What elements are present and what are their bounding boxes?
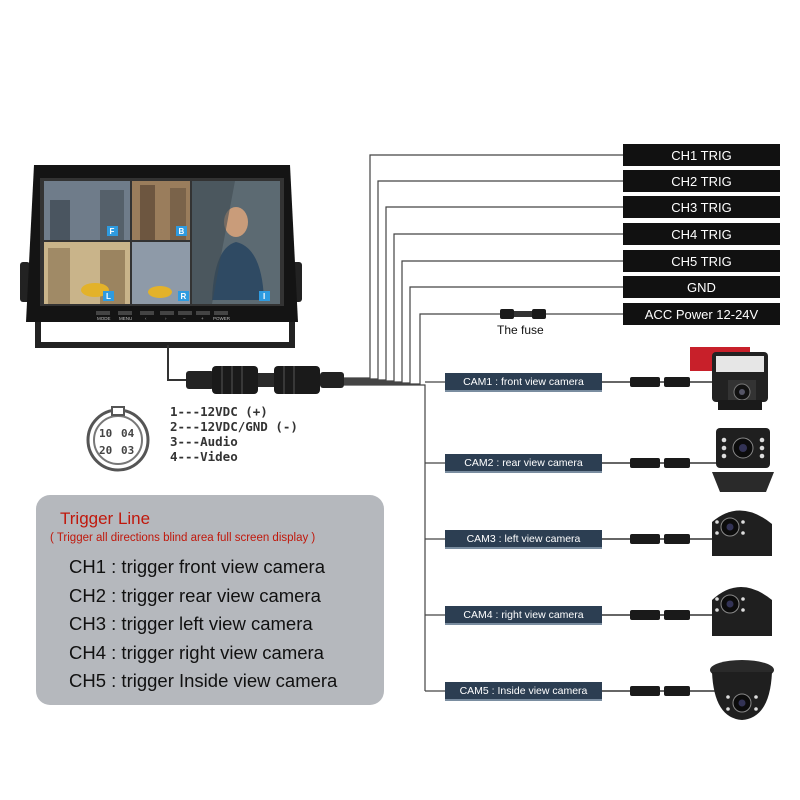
legend-title: Trigger Line	[60, 509, 151, 528]
dome-camera-icon	[710, 660, 774, 720]
legend-item-ch5: CH5 : trigger Inside view camera	[69, 670, 338, 691]
ch4-trig-label: CH4 TRIG	[623, 223, 780, 245]
pinout-list: 1---12VDC (+) 2---12VDC/GND (-) 3---Audi…	[170, 404, 298, 464]
legend-list: CH1 : trigger front view camera CH2 : tr…	[69, 553, 337, 696]
pin-label-2: 20	[99, 444, 112, 457]
ch3-trig-label: CH3 TRIG	[623, 196, 780, 218]
legend-item-ch3: CH3 : trigger left view camera	[69, 613, 313, 634]
quad-label-left: L	[106, 292, 111, 301]
fuse	[500, 309, 546, 319]
quad-label-front: F	[110, 227, 115, 236]
pin-label-4: 04	[121, 427, 135, 440]
quad-screen	[44, 181, 280, 304]
monitor-power-button[interactable]: POWER	[213, 316, 231, 321]
monitor-next-button[interactable]: ›	[165, 316, 167, 321]
legend-item-ch2: CH2 : trigger rear view camera	[69, 584, 321, 606]
monitor-minus-button[interactable]: −	[183, 316, 186, 321]
trigger-line-legend: Trigger Line ( Trigger all directions bl…	[36, 495, 384, 705]
right-view-camera-icon	[712, 587, 772, 636]
fuse-label: The fuse	[497, 323, 544, 337]
ch2-trig-label: CH2 TRIG	[623, 170, 780, 192]
ch1-trig-label: CH1 TRIG	[623, 144, 780, 166]
acc-power-label: ACC Power 12-24V	[623, 303, 780, 325]
pin-label-3: 03	[121, 444, 134, 457]
rear-view-camera-icon	[712, 428, 774, 492]
cam3-label: CAM3 : left view camera	[445, 530, 602, 549]
pinout-item: 1---12VDC (+)	[170, 404, 268, 419]
quad-label-back: B	[179, 227, 185, 236]
gnd-label: GND	[623, 276, 780, 298]
cam4-label: CAM4 : right view camera	[445, 606, 602, 625]
pin-label-1: 10	[99, 427, 112, 440]
cam2-label: CAM2 : rear view camera	[445, 454, 602, 473]
monitor-mode-button[interactable]: MODE	[97, 316, 111, 321]
pinout-item: 3---Audio	[170, 434, 238, 449]
ch5-trig-label: CH5 TRIG	[623, 250, 780, 272]
cam1-label: CAM1 : front view camera	[445, 373, 602, 392]
legend-item-ch1: CH1 : trigger front view camera	[69, 556, 326, 577]
monitor-plus-button[interactable]: +	[201, 316, 204, 321]
front-view-camera-icon	[690, 347, 768, 410]
connector-pin-face-icon: 10 04 20 03	[86, 406, 150, 472]
monitor-menu-button[interactable]: MENU	[119, 316, 132, 321]
left-view-camera-icon	[712, 510, 772, 556]
monitor-prev-button[interactable]: ‹	[145, 316, 147, 321]
pinout-item: 4---Video	[170, 449, 238, 464]
aviation-connector	[186, 366, 344, 394]
monitor-cable	[167, 345, 188, 381]
monitor: F B L R I MODE MENU ‹ › − + POWER	[20, 165, 302, 348]
camera-pigtails	[602, 377, 720, 696]
legend-item-ch4: CH4 : trigger right view camera	[69, 641, 324, 663]
cam5-label: CAM5 : Inside view camera	[445, 682, 602, 701]
pinout-item: 2---12VDC/GND (-)	[170, 419, 298, 434]
quad-label-right: R	[181, 292, 187, 301]
wire-harness	[344, 154, 623, 692]
quad-label-inside: I	[263, 292, 265, 301]
legend-subtitle: ( Trigger all directions blind area full…	[50, 532, 316, 544]
